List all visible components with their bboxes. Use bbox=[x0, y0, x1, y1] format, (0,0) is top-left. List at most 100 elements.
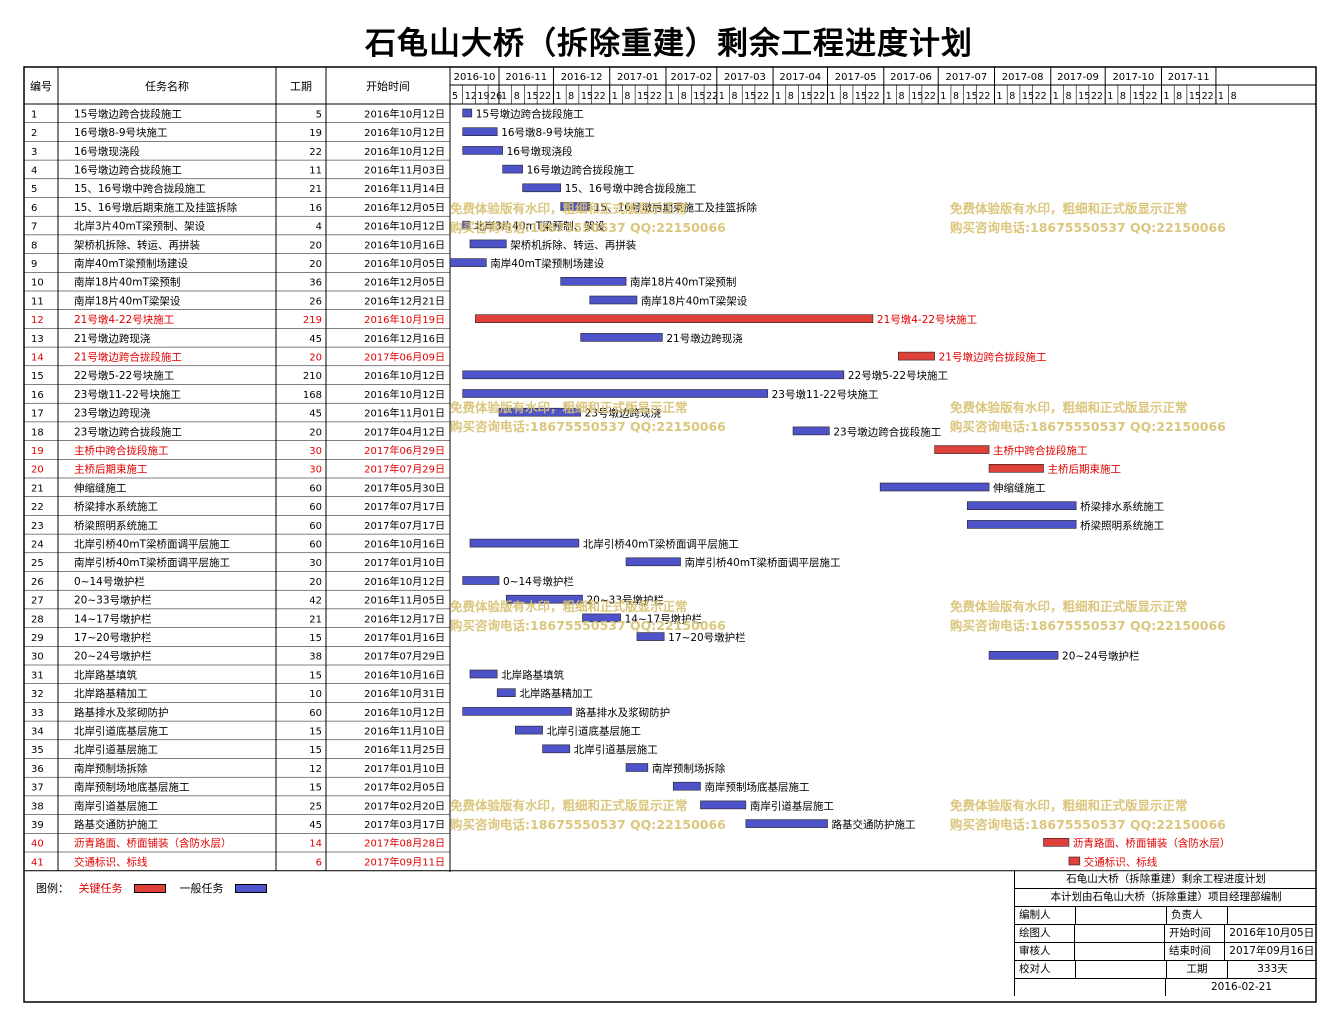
task-bar-label: 北岸3片40mT梁预制、架设 bbox=[474, 220, 606, 233]
day-label: 1 bbox=[830, 91, 836, 102]
day-label: 8 bbox=[842, 91, 848, 102]
task-bar-label: 14~17号墩护栏 bbox=[625, 612, 703, 625]
day-label: 22 bbox=[813, 91, 825, 102]
day-label: 22 bbox=[594, 91, 606, 102]
task-id: 41 bbox=[31, 857, 44, 868]
task-id: 11 bbox=[31, 296, 44, 307]
day-label: 1 bbox=[612, 91, 618, 102]
task-id: 15 bbox=[31, 371, 44, 382]
task-duration: 45 bbox=[309, 409, 322, 420]
day-label: 8 bbox=[681, 91, 687, 102]
info-owner-value bbox=[1228, 907, 1236, 924]
task-start: 2016年10月12日 bbox=[364, 126, 445, 139]
day-label: 8 bbox=[1120, 91, 1126, 102]
watermark-line2: 购买咨询电话:18675550537 QQ:22150066 bbox=[450, 618, 726, 633]
task-name: 北岸引道基层施工 bbox=[74, 743, 158, 756]
day-label: 22 bbox=[978, 91, 990, 102]
task-start: 2017年07月29日 bbox=[364, 650, 445, 663]
month-label: 2017-01 bbox=[617, 72, 659, 83]
task-start: 2016年10月16日 bbox=[364, 537, 445, 550]
task-bar-label: 21号墩4-22号块施工 bbox=[877, 313, 977, 326]
task-id: 24 bbox=[31, 539, 44, 550]
task-name: 21号墩4-22号块施工 bbox=[74, 313, 174, 326]
task-bar bbox=[988, 650, 1059, 660]
task-name: 桥梁照明系统施工 bbox=[74, 519, 158, 532]
task-id: 21 bbox=[31, 483, 44, 494]
task-duration: 21 bbox=[309, 184, 322, 195]
task-bar bbox=[966, 520, 1077, 529]
task-name: 23号墩11-22号块施工 bbox=[74, 388, 181, 401]
day-label: 22 bbox=[1091, 91, 1103, 102]
day-label: 1 bbox=[1053, 91, 1059, 102]
task-start: 2016年10月05日 bbox=[364, 257, 445, 270]
info-reviewer-value bbox=[1075, 943, 1166, 960]
task-duration: 5 bbox=[316, 109, 322, 120]
task-name: 伸缩缝施工 bbox=[74, 481, 127, 494]
task-duration: 26 bbox=[309, 296, 322, 307]
task-duration: 42 bbox=[309, 596, 322, 607]
task-name: 南岸18片40mT梁预制 bbox=[74, 276, 180, 289]
task-bar bbox=[462, 146, 503, 155]
task-name: 15、16号墩后期束施工及挂篮拆除 bbox=[74, 201, 238, 214]
month-label: 2017-04 bbox=[779, 72, 821, 83]
info-editor-value bbox=[1076, 907, 1167, 924]
task-name: 南岸18片40mT梁架设 bbox=[74, 294, 181, 307]
task-id: 40 bbox=[31, 839, 44, 850]
day-label: 26 bbox=[490, 91, 502, 102]
day-label: 8 bbox=[1009, 91, 1015, 102]
info-blank bbox=[1015, 979, 1166, 996]
task-bar-label: 南岸预制场拆除 bbox=[652, 762, 726, 775]
task-bar-label: 15、16号墩中跨合拢段施工 bbox=[565, 182, 697, 195]
month-label: 2016-11 bbox=[505, 72, 547, 83]
watermark-line2: 购买咨询电话:18675550537 QQ:22150066 bbox=[950, 419, 1226, 434]
day-label: 15 bbox=[1133, 91, 1145, 102]
task-duration: 19 bbox=[309, 128, 322, 139]
page-title: 石龟山大桥（拆除重建）剩余工程进度计划 bbox=[365, 26, 973, 62]
task-start: 2016年10月31日 bbox=[364, 687, 445, 700]
info-reviewer-label: 审核人 bbox=[1015, 943, 1076, 960]
task-bar bbox=[449, 258, 487, 267]
watermark-line1: 免费体验版有水印，粗细和正式版显示正常 bbox=[950, 201, 1188, 216]
task-bar bbox=[462, 370, 845, 380]
watermark-line1: 免费体验版有水印，粗细和正式版显示正常 bbox=[950, 798, 1188, 813]
watermark-line2: 购买咨询电话:18675550537 QQ:22150066 bbox=[450, 817, 726, 832]
task-bar-label: 22号墩5-22号块施工 bbox=[848, 369, 948, 382]
day-label: 15 bbox=[637, 91, 649, 102]
task-name: 21号墩边跨合拢段施工 bbox=[74, 350, 182, 363]
info-editor-label: 编制人 bbox=[1015, 907, 1076, 924]
task-id: 33 bbox=[31, 708, 44, 719]
day-label: 8 bbox=[898, 91, 904, 102]
day-label: 15 bbox=[526, 91, 538, 102]
task-start: 2016年10月12日 bbox=[364, 706, 445, 719]
task-start: 2017年07月17日 bbox=[364, 500, 445, 513]
task-id: 30 bbox=[31, 652, 44, 663]
task-bar-label: 南岸引道基层施工 bbox=[750, 799, 834, 812]
task-name: 北岸引桥40mT梁桥面调平层施工 bbox=[74, 537, 230, 550]
task-bar bbox=[462, 108, 473, 118]
task-bar bbox=[515, 725, 543, 735]
day-label: 8 bbox=[514, 91, 520, 102]
info-end-value: 2017年09月16日 bbox=[1229, 945, 1315, 957]
task-start: 2016年12月16日 bbox=[364, 332, 445, 345]
task-id: 10 bbox=[31, 278, 44, 289]
task-start: 2016年10月16日 bbox=[364, 668, 445, 681]
task-start: 2016年11月03日 bbox=[364, 163, 445, 176]
task-bar-label: 23号墩边跨现浇 bbox=[585, 407, 661, 420]
month-label: 2017-02 bbox=[670, 72, 712, 83]
task-id: 27 bbox=[31, 596, 44, 607]
task-start: 2017年09月11日 bbox=[364, 855, 445, 868]
task-bar-label: 南岸预制场底基层施工 bbox=[704, 781, 809, 794]
task-id: 26 bbox=[31, 577, 44, 588]
task-start: 2017年01月10日 bbox=[364, 556, 445, 569]
task-id: 23 bbox=[31, 521, 44, 532]
task-name: 0~14号墩护栏 bbox=[74, 575, 145, 588]
task-duration: 21 bbox=[309, 614, 322, 625]
legend-normal-swatch bbox=[235, 883, 267, 893]
task-duration: 15 bbox=[309, 745, 322, 756]
task-bar bbox=[636, 632, 665, 641]
task-id: 29 bbox=[31, 633, 44, 644]
task-start: 2016年11月01日 bbox=[364, 407, 445, 420]
task-duration: 15 bbox=[309, 633, 322, 644]
column-header-id: 编号 bbox=[30, 79, 52, 93]
task-name: 15号墩边跨合拢段施工 bbox=[74, 107, 182, 120]
